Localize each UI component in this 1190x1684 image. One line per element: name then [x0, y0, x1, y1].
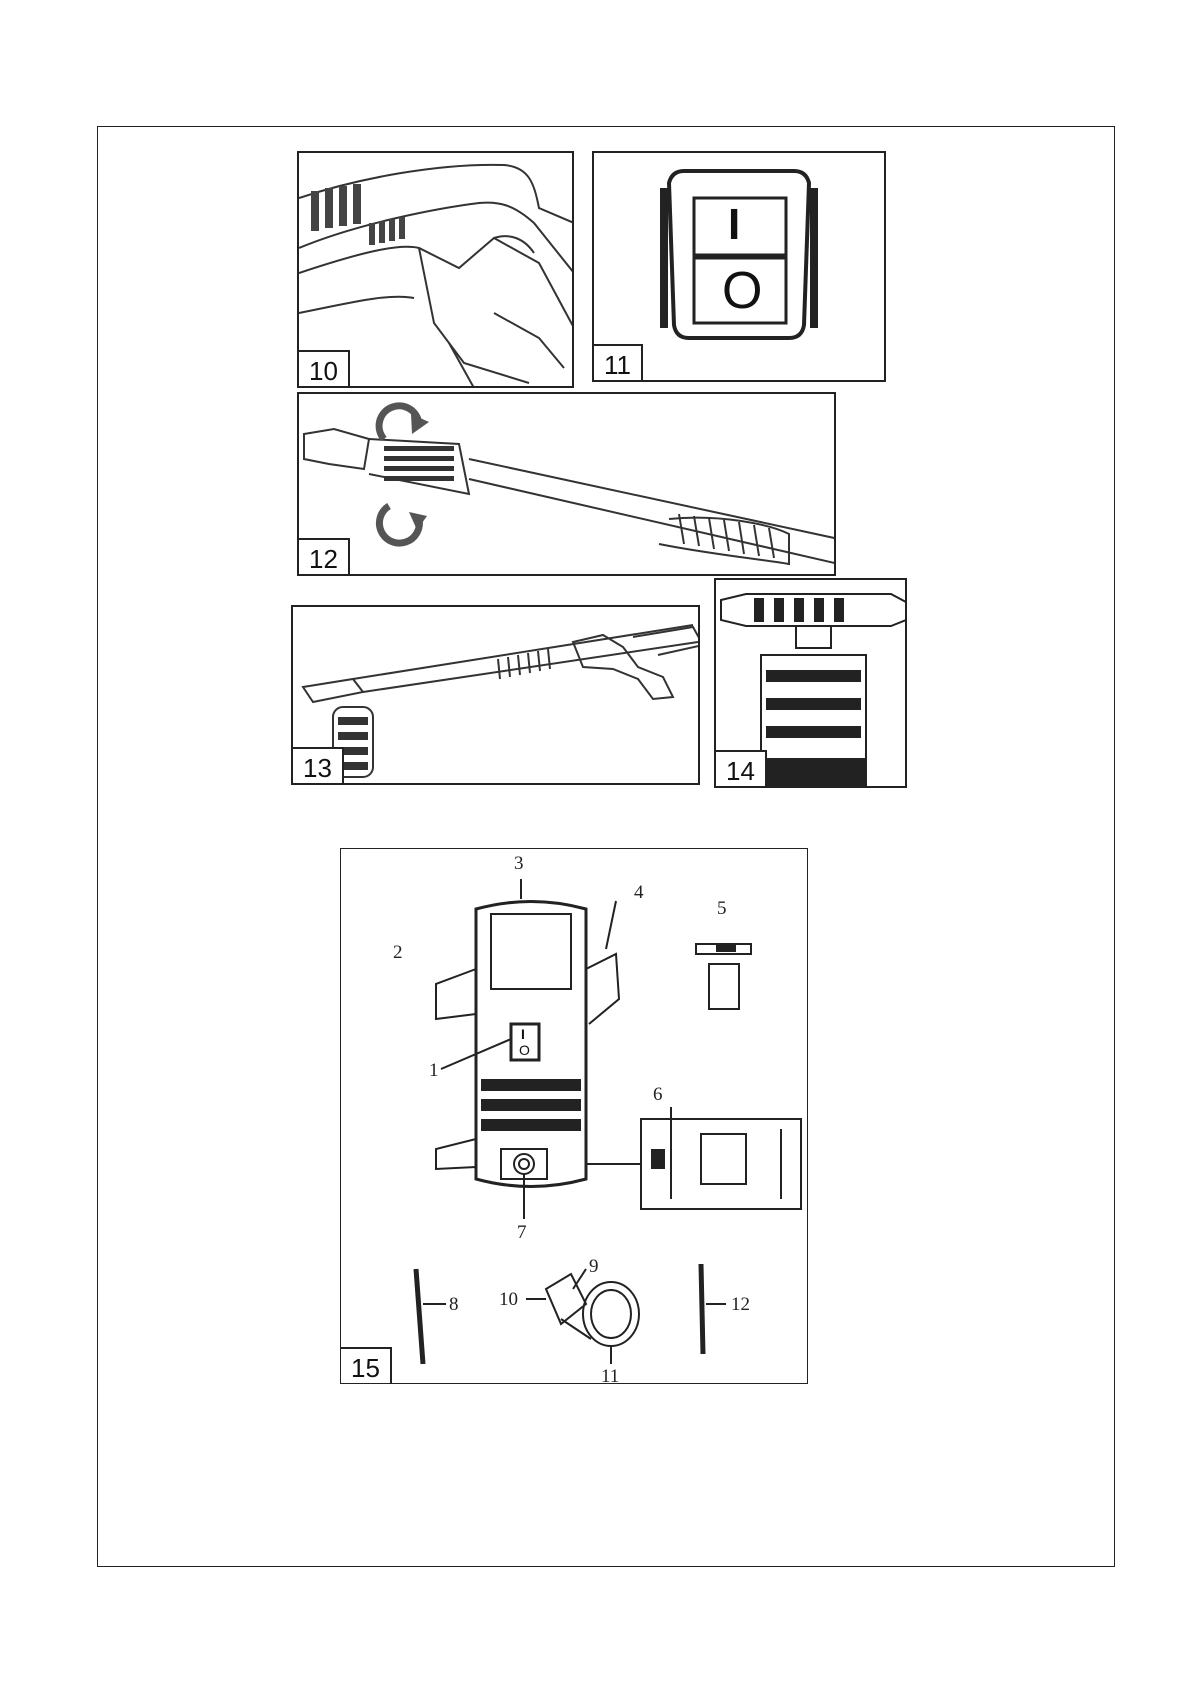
figure-number: 13	[293, 747, 344, 783]
callout-12: 12	[731, 1295, 750, 1314]
figure-number: 12	[299, 538, 350, 574]
callout-5: 5	[717, 899, 727, 918]
callout-8: 8	[449, 1295, 459, 1314]
switch-off-symbol: O	[519, 1043, 530, 1057]
callout-10: 10	[499, 1290, 518, 1309]
figure-13-gun-with-foam-bottle: 13	[291, 605, 700, 785]
figure-12-lance-rotation: 12	[297, 392, 836, 576]
figure-number: 15	[341, 1347, 392, 1383]
figure-10-trigger-detail: 10	[297, 151, 574, 388]
callout-1: 1	[429, 1061, 439, 1080]
switch-off-symbol: O	[722, 265, 762, 317]
switch-on-symbol: I	[728, 203, 740, 247]
switch-on-symbol: I	[521, 1027, 525, 1041]
figure-14-foam-bottle: 14	[714, 578, 907, 788]
callout-2: 2	[393, 943, 403, 962]
callout-3: 3	[514, 854, 524, 873]
rotate-arrow-icon	[379, 506, 427, 543]
rotate-arrow-icon	[379, 406, 429, 439]
figure-number: 14	[716, 750, 767, 786]
lance-drawing	[299, 394, 836, 576]
figure-11-power-switch: I O 11	[592, 151, 886, 382]
figure-number: 11	[594, 344, 643, 380]
callout-11: 11	[601, 1367, 619, 1384]
gun-foam-drawing	[293, 607, 700, 785]
figure-15-product-overview: 1 2 3 4 5 6 7 8 9 10 11 12 I O 15	[340, 848, 808, 1384]
callout-6: 6	[653, 1085, 663, 1104]
callout-9: 9	[589, 1257, 599, 1276]
figure-number: 10	[299, 350, 350, 386]
callout-4: 4	[634, 883, 644, 902]
callout-7: 7	[517, 1223, 527, 1242]
